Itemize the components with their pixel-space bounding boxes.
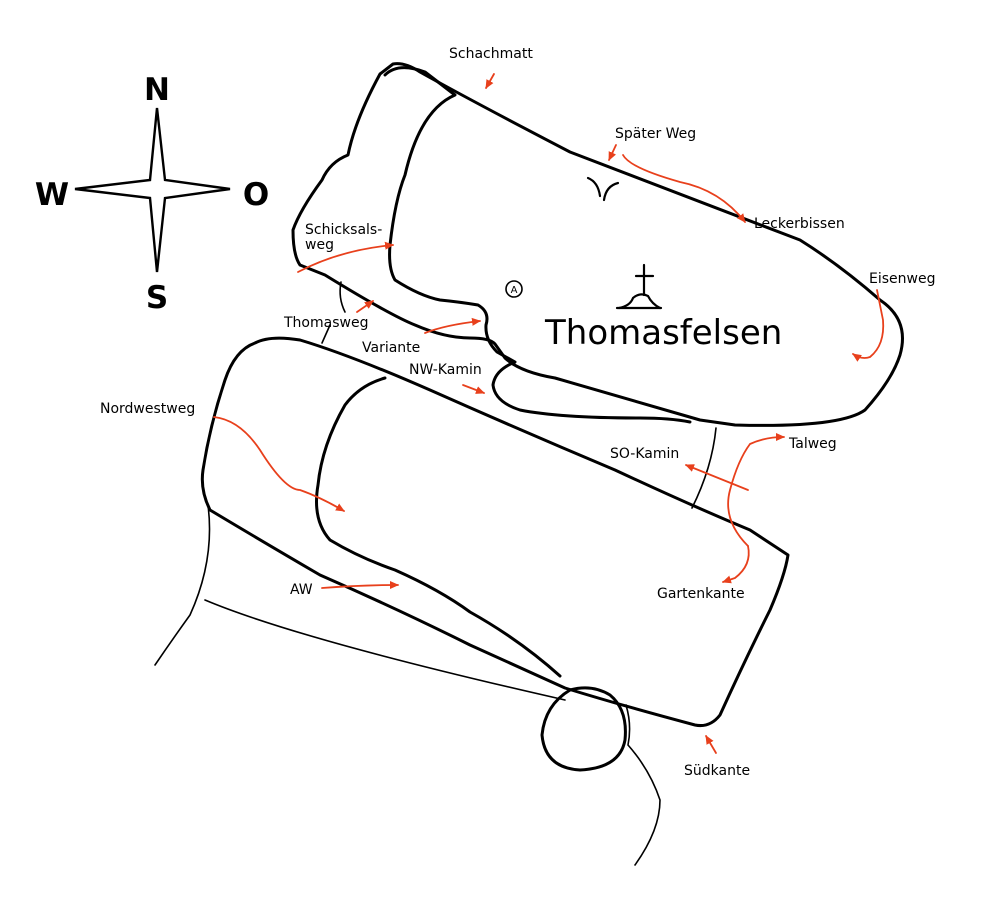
chimney-line-thomasweg-lower [321,324,331,344]
label-so-kamin: SO-Kamin [610,446,679,462]
compass-rose-icon: N S W O [35,72,269,316]
chimney-line-so-kamin [691,427,717,509]
route-arrow-icon [213,73,885,754]
arrow-eisenweg [852,289,885,362]
base-line-left [154,504,211,666]
arrow-so-kamin [685,464,749,491]
label-variante: Variante [362,340,420,356]
label-suedkante: Südkante [684,763,750,779]
label-spaeter-weg: Später Weg [615,126,696,142]
arrow-aw [321,581,399,590]
page-title: Thomasfelsen [544,313,782,353]
label-schicksalsweg-line1: Schicksals- [305,222,382,238]
compass-east: O [243,177,269,213]
label-nw-kamin: NW-Kamin [409,362,482,378]
upper-rock-outline [291,62,904,427]
base-line-right [625,704,661,866]
base-boulder-outline [540,686,627,772]
summit-cross-icon [615,263,663,310]
label-aw: AW [290,582,313,598]
arrow-leckerbissen [622,154,746,223]
label-talweg: Talweg [788,436,837,452]
arrow-nw-kamin [462,384,485,394]
compass-west: W [35,177,69,213]
label-schachmatt: Schachmatt [449,46,533,62]
label-schicksalsweg-line2: weg [305,237,334,253]
anchor-circle-icon: A [505,280,523,298]
label-gartenkante: Gartenkante [657,586,745,602]
lower-rock-inner-ledge [315,376,562,678]
chimney-gap-icon [586,176,620,202]
lower-rock-outline [200,336,790,727]
arrow-schachmatt [485,73,495,89]
arrow-talweg [727,433,785,547]
base-line-connector [204,599,566,701]
arrow-thomasweg [356,300,374,313]
upper-rock-inner-ledge [383,66,692,424]
arrow-spaeter-weg [608,144,617,161]
label-thomasweg: Thomasweg [283,315,368,331]
arrow-nordwestweg [213,416,345,512]
compass-south: S [146,280,168,316]
arrow-suedkante [705,735,717,754]
route-labels: Schachmatt Später Weg Leckerbissen Eisen… [100,46,935,779]
anchor-symbol-letter: A [511,285,518,296]
label-eisenweg: Eisenweg [869,271,935,287]
label-nordwestweg: Nordwestweg [100,401,195,417]
chimney-line-thomasweg [339,281,346,313]
arrow-variante [424,317,481,334]
arrow-gartenkante [722,545,750,584]
arrow-schicksalsweg [297,241,394,273]
label-leckerbissen: Leckerbissen [754,216,845,232]
compass-north: N [144,72,170,108]
